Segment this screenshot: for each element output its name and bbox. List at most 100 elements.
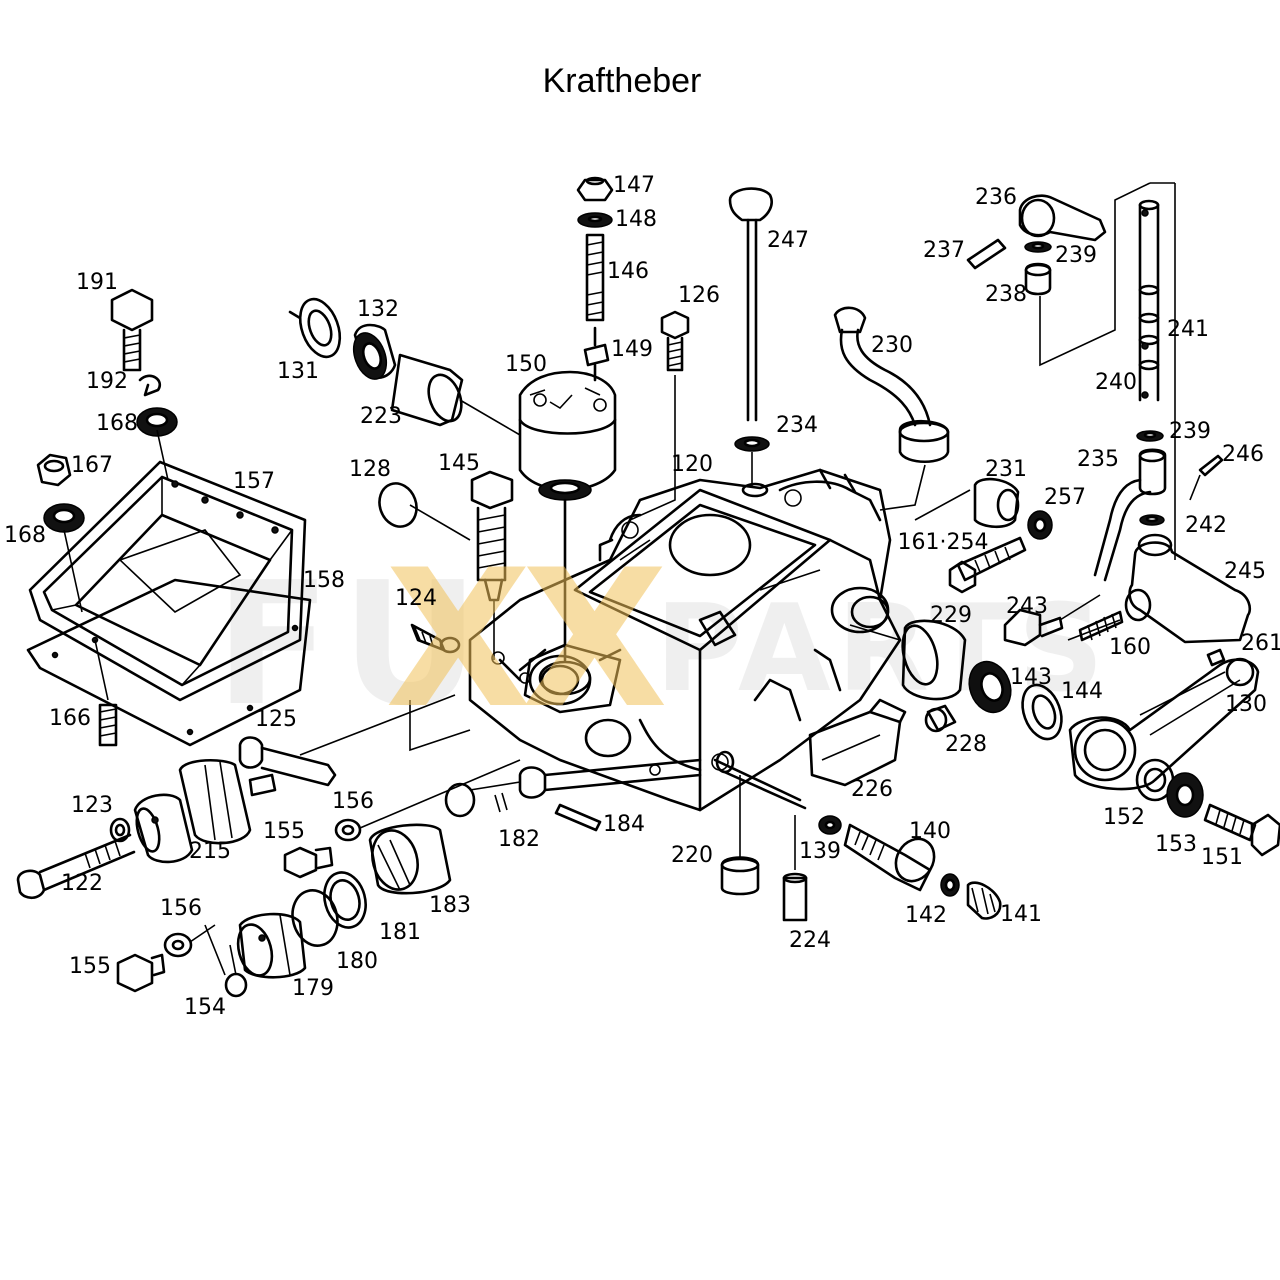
cylinder-215 bbox=[109, 694, 456, 864]
part-label-239: 239 bbox=[1055, 243, 1097, 268]
part-label-157: 157 bbox=[233, 469, 275, 494]
part-label-261: 261 bbox=[1241, 631, 1280, 656]
part-label-226: 226 bbox=[851, 777, 893, 802]
bolt-122 bbox=[16, 833, 136, 900]
part-label-168: 168 bbox=[96, 411, 138, 436]
watermark-parts: PARTS bbox=[655, 580, 1111, 719]
part-label-239b: 239 bbox=[1169, 419, 1211, 444]
part-label-158: 158 bbox=[303, 568, 345, 593]
part-label-141: 141 bbox=[1000, 902, 1042, 927]
part-label-161-254: 161·254 bbox=[897, 530, 989, 555]
part-label-144: 144 bbox=[1061, 679, 1103, 704]
shaft-241 bbox=[1093, 183, 1176, 582]
part-label-143: 143 bbox=[1010, 665, 1052, 690]
part-label-126: 126 bbox=[678, 283, 720, 308]
part-label-168b: 168 bbox=[4, 523, 46, 548]
relief-valve-145 bbox=[470, 470, 514, 660]
part-label-154: 154 bbox=[184, 995, 226, 1020]
bushing-228 bbox=[924, 704, 957, 733]
leader-lines bbox=[204, 539, 1101, 976]
part-label-153: 153 bbox=[1155, 832, 1197, 857]
pipe-230 bbox=[833, 306, 950, 511]
part-label-140: 140 bbox=[909, 819, 951, 844]
oring-128 bbox=[378, 482, 471, 541]
part-label-130: 130 bbox=[1225, 692, 1267, 717]
part-label-257: 257 bbox=[1044, 485, 1086, 510]
part-label-243: 243 bbox=[1006, 594, 1048, 619]
watermark-xx: XX bbox=[385, 529, 668, 750]
part-label-229: 229 bbox=[930, 603, 972, 628]
valve-161 bbox=[914, 477, 1124, 647]
part-label-245: 245 bbox=[1224, 559, 1266, 584]
part-label-139: 139 bbox=[799, 839, 841, 864]
part-label-148: 148 bbox=[615, 207, 657, 232]
part-label-145: 145 bbox=[438, 451, 480, 476]
part-label-150: 150 bbox=[505, 352, 547, 377]
part-label-183: 183 bbox=[429, 893, 471, 918]
part-label-120: 120 bbox=[671, 452, 713, 477]
part-label-181: 181 bbox=[379, 920, 421, 945]
bearings bbox=[288, 297, 521, 436]
part-label-156b: 156 bbox=[160, 896, 202, 921]
part-label-156: 156 bbox=[332, 789, 374, 814]
part-label-220: 220 bbox=[671, 843, 713, 868]
part-label-123: 123 bbox=[71, 793, 113, 818]
part-label-180: 180 bbox=[336, 949, 378, 974]
part-label-228: 228 bbox=[945, 732, 987, 757]
part-label-125: 125 bbox=[255, 707, 297, 732]
part-label-142: 142 bbox=[905, 903, 947, 928]
valve-140 bbox=[713, 698, 1002, 920]
part-label-235: 235 bbox=[1077, 447, 1119, 472]
part-label-230: 230 bbox=[871, 333, 913, 358]
dipstick-247 bbox=[728, 187, 773, 498]
plug-155b bbox=[116, 924, 216, 993]
part-label-247: 247 bbox=[767, 228, 809, 253]
part-label-147: 147 bbox=[613, 173, 655, 198]
valve-block-150 bbox=[518, 370, 622, 714]
part-label-155: 155 bbox=[263, 819, 305, 844]
page-title: Kraftheber bbox=[542, 62, 702, 100]
part-label-242: 242 bbox=[1185, 513, 1227, 538]
part-label-128: 128 bbox=[349, 457, 391, 482]
bolt-126 bbox=[629, 310, 690, 521]
part-label-191: 191 bbox=[76, 270, 118, 295]
watermark-fu: FU bbox=[215, 546, 490, 744]
part-label-131: 131 bbox=[277, 359, 319, 384]
part-label-167: 167 bbox=[71, 453, 113, 478]
part-label-224: 224 bbox=[789, 928, 831, 953]
arm-245 bbox=[1067, 454, 1252, 644]
part-label-184: 184 bbox=[603, 812, 645, 837]
part-label-238: 238 bbox=[985, 282, 1027, 307]
part-label-166: 166 bbox=[49, 706, 91, 731]
part-label-146: 146 bbox=[607, 259, 649, 284]
part-label-122: 122 bbox=[61, 871, 103, 896]
cover-157 bbox=[26, 429, 312, 747]
part-label-240: 240 bbox=[1095, 370, 1137, 395]
part-label-124: 124 bbox=[395, 586, 437, 611]
part-label-192: 192 bbox=[86, 369, 128, 394]
nut-167 bbox=[36, 453, 85, 533]
part-label-155b: 155 bbox=[69, 954, 111, 979]
part-label-152: 152 bbox=[1103, 805, 1145, 830]
shaft-182 bbox=[469, 758, 702, 832]
part-label-151: 151 bbox=[1201, 845, 1243, 870]
part-label-182: 182 bbox=[498, 827, 540, 852]
arm-130 bbox=[849, 619, 1280, 857]
part-label-236: 236 bbox=[975, 185, 1017, 210]
part-label-149: 149 bbox=[611, 337, 653, 362]
part-label-237: 237 bbox=[923, 238, 965, 263]
part-label-246: 246 bbox=[1222, 442, 1264, 467]
stud-166 bbox=[94, 639, 118, 747]
part-label-215: 215 bbox=[189, 839, 231, 864]
part-label-160: 160 bbox=[1109, 635, 1151, 660]
part-label-179: 179 bbox=[292, 976, 334, 1001]
lever-group bbox=[966, 182, 1175, 367]
piston-183 bbox=[224, 782, 476, 998]
plug-155a bbox=[283, 759, 521, 879]
screw-124 bbox=[410, 623, 461, 654]
part-label-234: 234 bbox=[776, 413, 818, 438]
bolt-191 bbox=[110, 288, 178, 437]
part-label-132: 132 bbox=[357, 297, 399, 322]
part-label-231: 231 bbox=[985, 457, 1027, 482]
